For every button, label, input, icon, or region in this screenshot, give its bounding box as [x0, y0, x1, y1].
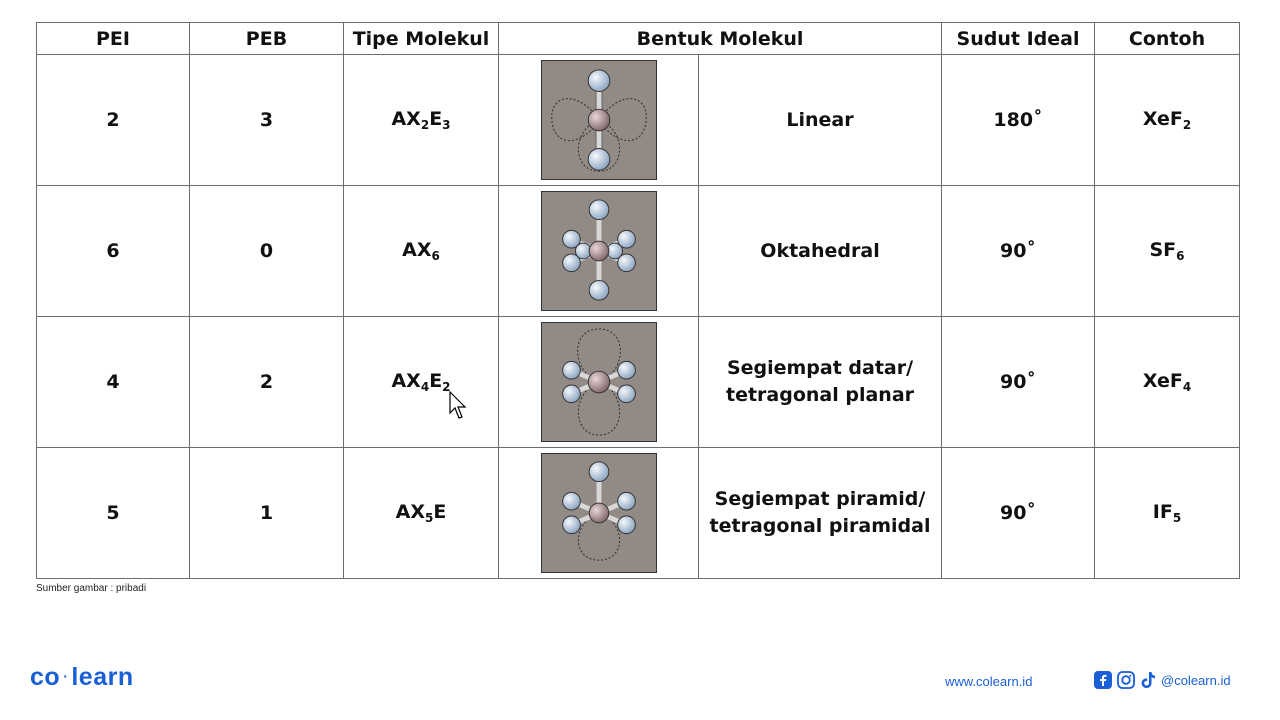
- contoh-cell: XeF4: [1094, 316, 1241, 448]
- table-row: 2 3 AX2E3 Linear: [36, 54, 1241, 186]
- shape-name-line: Oktahedral: [760, 239, 880, 262]
- formula-text: AX: [391, 108, 421, 130]
- formula-subscript: 2: [420, 118, 430, 132]
- shape-name-line: Segiempat datar/: [726, 357, 914, 379]
- social-links: @colearn.id: [1094, 671, 1231, 689]
- formula-text: AX: [402, 239, 432, 261]
- formula-text: IF: [1152, 501, 1173, 523]
- social-handle[interactable]: @colearn.id: [1161, 672, 1231, 688]
- shape-name-cell: Linear: [697, 54, 943, 186]
- formula-text: E: [433, 501, 447, 523]
- molecule-image-cell: [498, 54, 699, 186]
- formula-subscript: 2: [1182, 118, 1192, 132]
- brand-right: learn: [71, 663, 134, 691]
- formula-text: XeF: [1142, 108, 1183, 130]
- contoh-cell: SF6: [1094, 185, 1241, 317]
- contoh-cell: IF5: [1094, 447, 1241, 579]
- shape-name-cell: Segiempat datar/ tetragonal planar: [697, 316, 943, 448]
- peb-cell: 2: [189, 316, 344, 448]
- website-link[interactable]: www.colearn.id: [945, 674, 1033, 689]
- table-row: 4 2 AX4E2: [36, 316, 1241, 448]
- formula-subscript: 6: [1176, 249, 1185, 263]
- formula-text: XeF: [1142, 370, 1183, 392]
- pei-cell: 2: [36, 54, 190, 186]
- formula-subscript: 5: [1172, 511, 1182, 525]
- formula-subscript: 4: [1182, 380, 1192, 394]
- shape-name-line: tetragonal planar: [725, 384, 915, 406]
- sudut-cell: 90˚: [941, 316, 1096, 448]
- linear-molecule-image: [540, 60, 657, 180]
- shape-name-line: Segiempat piramid/: [714, 488, 926, 510]
- molecule-image-cell: [498, 185, 699, 317]
- table-header-row: PEI PEB Tipe Molekul Bentuk Molekul Sudu…: [36, 22, 1241, 55]
- mouse-cursor-icon: [449, 391, 467, 419]
- peb-cell: 3: [189, 54, 344, 186]
- vsepr-table: PEI PEB Tipe Molekul Bentuk Molekul Sudu…: [36, 22, 1241, 579]
- formula-subscript: 5: [425, 511, 434, 525]
- header-contoh: Contoh: [1094, 22, 1241, 55]
- brand-dot: ·: [63, 668, 69, 684]
- shape-name-cell: Oktahedral: [697, 185, 943, 317]
- formula-text: E: [429, 108, 443, 130]
- square-pyramidal-molecule-image: [540, 453, 657, 573]
- formula-text: E: [429, 370, 443, 392]
- sudut-cell: 90˚: [941, 447, 1096, 579]
- pei-cell: 5: [36, 447, 190, 579]
- tipe-cell: AX6: [343, 185, 499, 317]
- facebook-icon[interactable]: [1094, 671, 1112, 689]
- table-row: 5 1 AX5E: [36, 447, 1241, 579]
- molecule-image-cell: [498, 316, 699, 448]
- formula-subscript: 4: [420, 380, 430, 394]
- pei-cell: 4: [36, 316, 190, 448]
- header-bentuk-molekul: Bentuk Molekul: [497, 22, 943, 55]
- formula-text: AX: [395, 501, 425, 523]
- instagram-icon[interactable]: [1117, 671, 1135, 689]
- formula-subscript: 3: [442, 118, 451, 132]
- formula-text: SF: [1149, 239, 1177, 261]
- header-peb: PEB: [189, 22, 344, 55]
- pei-cell: 6: [36, 185, 190, 317]
- header-sudut-ideal: Sudut Ideal: [941, 22, 1096, 55]
- shape-name-cell: Segiempat piramid/ tetragonal piramidal: [697, 447, 943, 579]
- tiktok-icon[interactable]: [1140, 671, 1156, 689]
- octahedral-molecule-image: [540, 191, 657, 311]
- formula-subscript: 2: [442, 380, 451, 394]
- molecule-image-cell: [498, 447, 699, 579]
- tipe-cell: AX5E: [343, 447, 499, 579]
- sudut-cell: 90˚: [941, 185, 1096, 317]
- peb-cell: 1: [189, 447, 344, 579]
- colearn-logo: co·learn: [30, 663, 134, 692]
- contoh-cell: XeF2: [1094, 54, 1241, 186]
- shape-name-line: Linear: [786, 108, 854, 131]
- table-row: 6 0 AX6: [36, 185, 1241, 317]
- header-pei: PEI: [36, 22, 190, 55]
- formula-text: AX: [391, 370, 421, 392]
- image-source-note: Sumber gambar : pribadi: [36, 583, 147, 594]
- header-tipe-molekul: Tipe Molekul: [343, 22, 499, 55]
- peb-cell: 0: [189, 185, 344, 317]
- tipe-cell: AX2E3: [343, 54, 499, 186]
- tipe-cell: AX4E2: [343, 316, 499, 448]
- formula-subscript: 6: [431, 249, 440, 263]
- shape-name-line: tetragonal piramidal: [709, 515, 931, 537]
- sudut-cell: 180˚: [941, 54, 1096, 186]
- square-planar-molecule-image: [540, 322, 657, 442]
- brand-left: co: [30, 663, 61, 691]
